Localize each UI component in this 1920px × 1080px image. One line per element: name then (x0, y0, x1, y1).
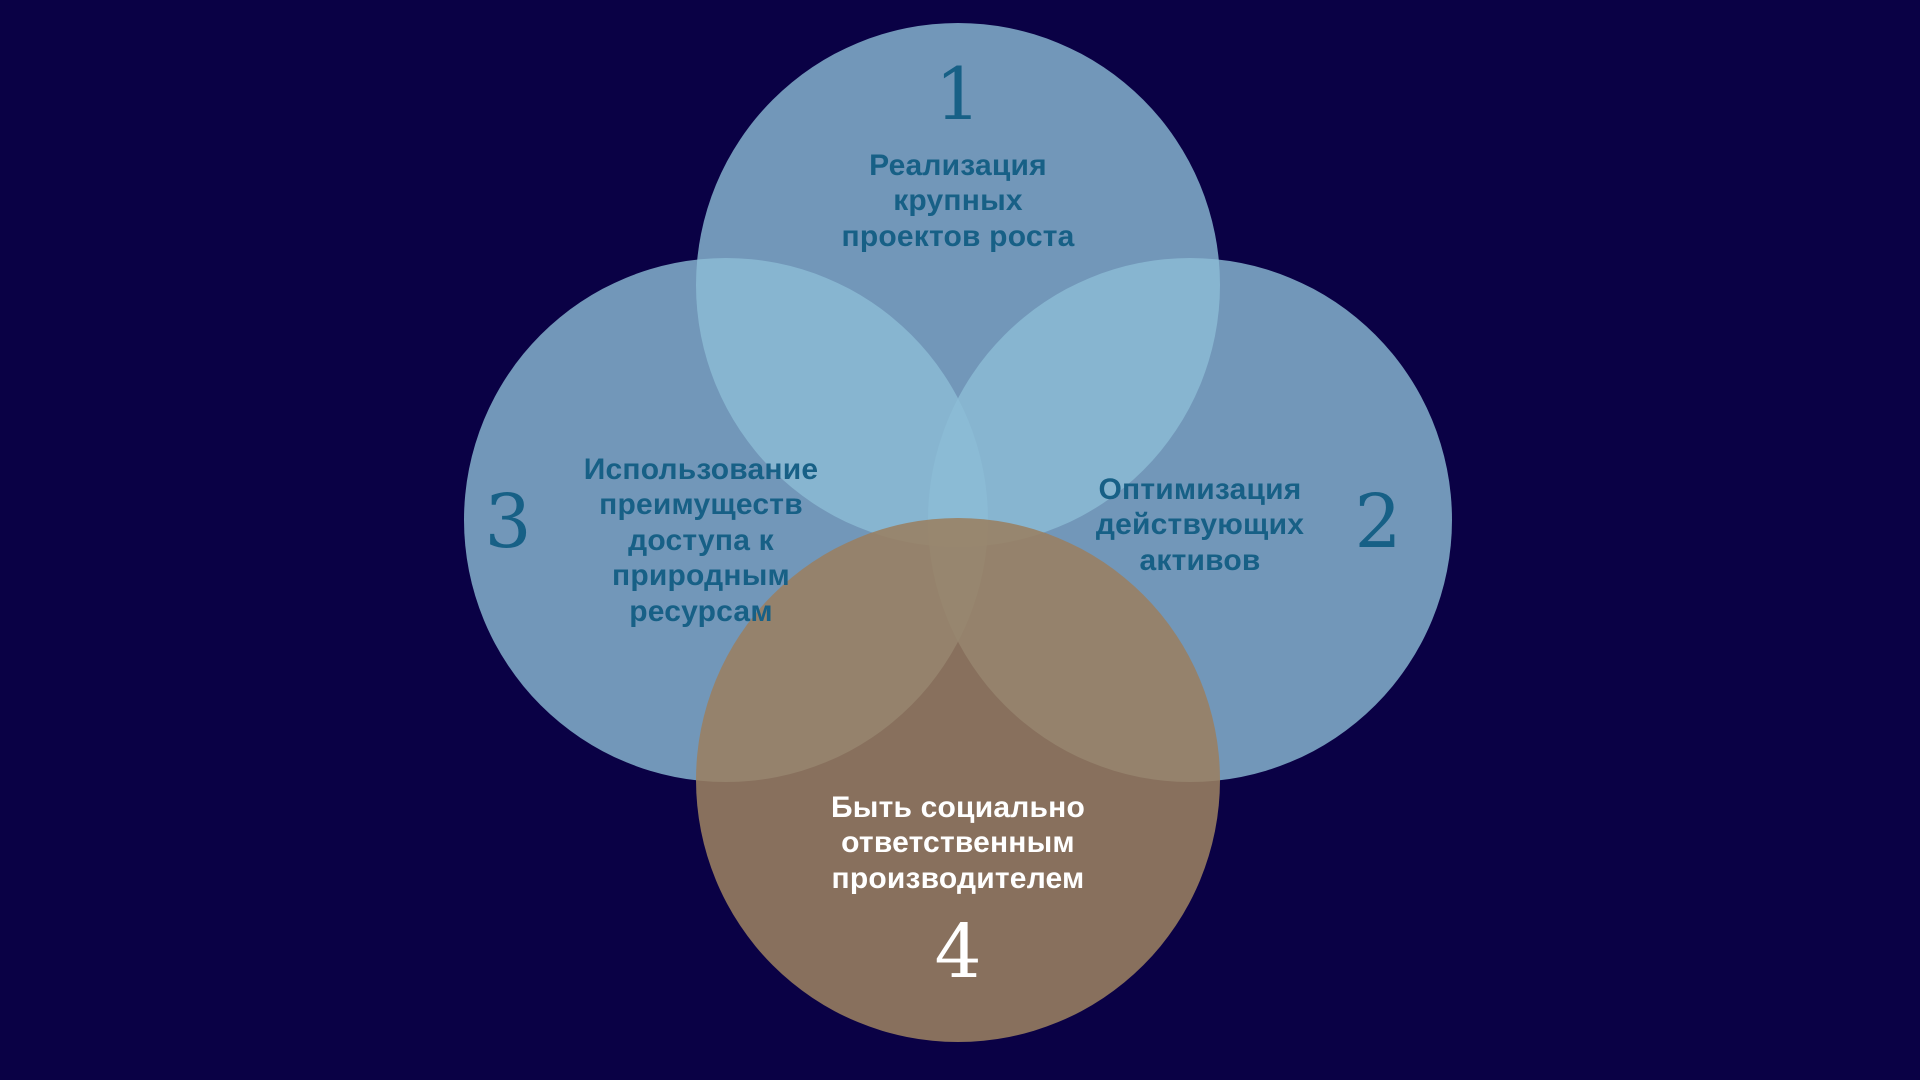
circle-label-left[interactable]: Использование преимуществ доступа к прир… (583, 453, 819, 628)
step-number-3: 3 (484, 479, 532, 565)
venn-circles-group (464, 23, 1452, 1042)
venn-circle-bottom[interactable] (696, 518, 1220, 1042)
step-number-2: 2 (1354, 479, 1402, 565)
circle-label-top[interactable]: Реализация крупных проектов роста (841, 149, 1075, 253)
step-number-1: 1 (935, 52, 981, 136)
circle-label-right[interactable]: Оптимизация действующих активов (1095, 473, 1305, 577)
circle-label-bottom[interactable]: Быть социально ответственным производите… (831, 791, 1085, 895)
step-number-4: 4 (934, 909, 982, 995)
